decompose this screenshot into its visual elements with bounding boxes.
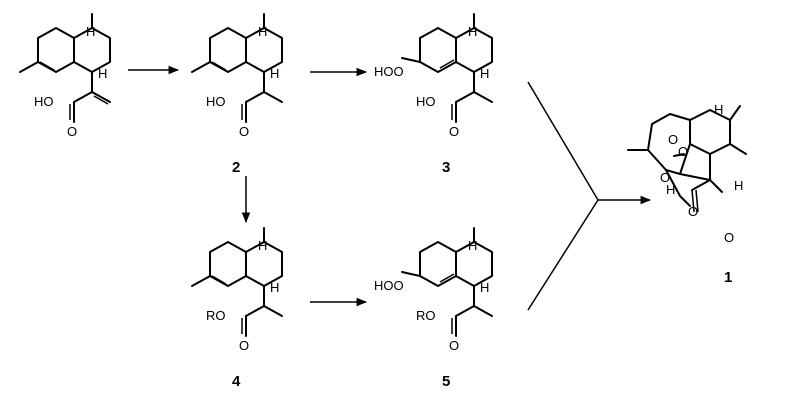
label-o: O: [678, 144, 688, 159]
compound-1: O O O H O O H H 1: [627, 102, 747, 286]
label-ro: RO: [416, 308, 436, 323]
compound-2: H H HO O 2: [191, 13, 283, 176]
compound-number-5: 5: [442, 373, 450, 390]
label-h: H: [480, 280, 489, 295]
compound-number-1: 1: [724, 269, 732, 286]
label-h: H: [734, 178, 743, 193]
label-o: O: [239, 124, 249, 139]
label-h: H: [258, 238, 267, 253]
label-o: O: [724, 230, 734, 245]
label-h: H: [270, 66, 279, 81]
label-o: O: [688, 204, 698, 219]
label-h: H: [468, 24, 477, 39]
label-ho: HO: [206, 94, 226, 109]
label-o: O: [67, 124, 77, 139]
label-ho: HO: [34, 94, 54, 109]
label-ro: RO: [206, 308, 226, 323]
compound-number-4: 4: [232, 373, 241, 390]
compound-3: H H HOO HO O 3: [374, 13, 493, 176]
label-o: O: [660, 170, 670, 185]
label-h: H: [270, 280, 279, 295]
arrow-converge-to-1: [527, 81, 652, 311]
compound-number-3: 3: [442, 159, 450, 176]
label-ho: HO: [416, 94, 436, 109]
label-hoo: HOO: [374, 278, 404, 293]
label-o: O: [449, 338, 459, 353]
compound-5: H H HOO RO O 5: [374, 227, 493, 390]
label-h: H: [258, 24, 267, 39]
label-h: H: [98, 66, 107, 81]
compound-4: H H RO O 4: [191, 227, 283, 390]
compound-0: H H HO O: [19, 13, 111, 139]
label-h: H: [714, 102, 723, 117]
label-h: H: [468, 238, 477, 253]
label-o: O: [668, 132, 678, 147]
compound-number-2: 2: [232, 159, 240, 176]
label-h: H: [666, 182, 675, 197]
label-hoo: HOO: [374, 64, 404, 79]
label-h: H: [86, 24, 95, 39]
label-o: O: [239, 338, 249, 353]
label-h: H: [480, 66, 489, 81]
label-o: O: [449, 124, 459, 139]
